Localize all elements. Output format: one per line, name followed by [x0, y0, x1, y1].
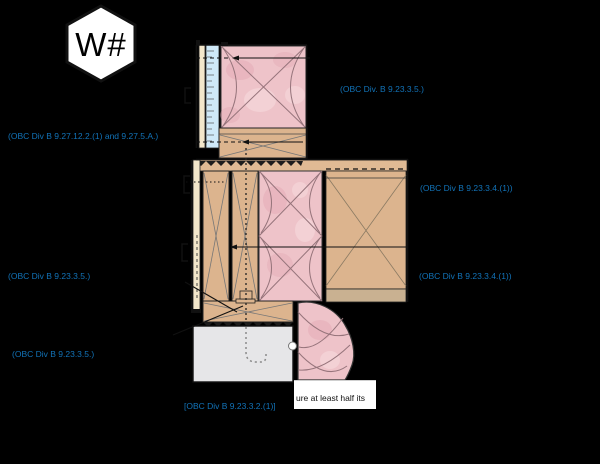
- upper-wall-assembly: [195, 40, 308, 160]
- sill-foundation-assembly: [192, 148, 355, 383]
- annotation-floor-framing: (OBC Div B 9.23.3.4.(1)): [419, 271, 512, 281]
- foundation-wall: [192, 325, 294, 383]
- top-tick: [196, 40, 200, 45]
- detail-badge-label: W#: [75, 26, 127, 63]
- insulation-strip-hatch: [207, 50, 214, 142]
- sill-hatch: [203, 302, 293, 322]
- wall-batt-pattern: [220, 45, 307, 129]
- note-box: ure at least half its: [294, 380, 376, 409]
- stud-right: [231, 170, 259, 302]
- siding-strip: [198, 44, 206, 149]
- stud-hatch: [203, 172, 258, 300]
- ceiling-strip: [325, 288, 407, 303]
- strip-end-cap: [191, 309, 201, 313]
- bottom-plate-hatch: [219, 134, 307, 158]
- annotation-cladding: (OBC Div B 9.27.12.2.(1) and 9.27.5.A.): [8, 131, 159, 141]
- wall-gasket-zigzag: [196, 161, 303, 166]
- wall-bottom-plate: [218, 127, 308, 159]
- foundation-batt-insulation: [297, 301, 355, 381]
- exterior-insulation-strip: [205, 44, 220, 149]
- annotation-wall-framing: (OBC Div B 9.23.3.5.): [8, 271, 91, 281]
- top-tab: [221, 42, 228, 46]
- note-text: ure at least half its: [296, 393, 365, 403]
- annotation-sill-anchor: [OBC Div B 9.23.3.2.(1)]: [184, 401, 276, 411]
- annotation-sill-plate: (OBC Div B 9.23.3.5.): [12, 349, 95, 359]
- detail-badge-hexagon: [65, 4, 137, 83]
- annotation-subfloor-fastening: (OBC Div B 9.23.3.4.(1)): [420, 183, 513, 193]
- sill-gasket-zigzag: [203, 322, 293, 327]
- foundation-batt-pattern: [297, 311, 351, 373]
- wall-batt-mottle: [220, 52, 305, 123]
- reference-dot: [288, 341, 297, 351]
- annotation-sheathing-top: (OBC Div. B 9.23.3.5.): [340, 84, 424, 94]
- rim-batt-pattern: [258, 170, 323, 302]
- joist-hatch: [325, 174, 407, 287]
- floor-rim-assembly: [190, 158, 409, 313]
- leader-lines: [172, 57, 407, 336]
- leader-arrowheads: [230, 55, 249, 250]
- section-break-marks: [181, 87, 191, 262]
